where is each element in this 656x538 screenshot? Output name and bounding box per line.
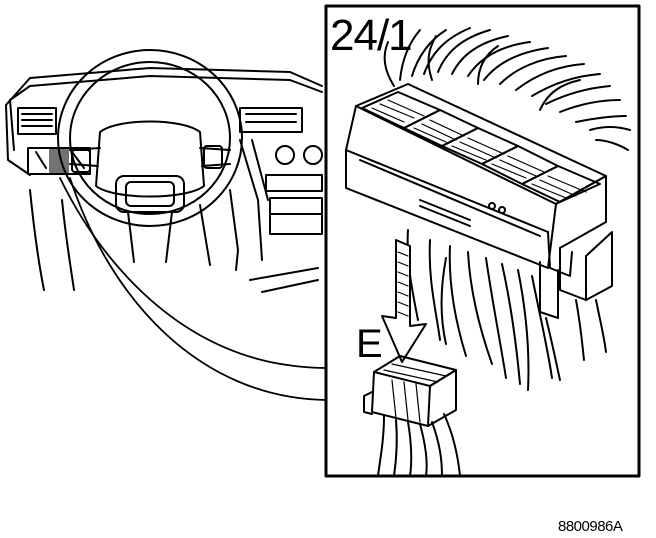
dashboard (5, 67, 323, 293)
insertion-arrow (381, 239, 427, 363)
connector-label: E (356, 322, 383, 366)
steering-wheel (57, 49, 243, 263)
connector-block-24-1 (345, 27, 631, 391)
leader-lines (59, 177, 327, 401)
figure-number: 8800986A (558, 518, 623, 535)
reference-label: 24/1 (330, 11, 413, 60)
connector-e (363, 355, 461, 477)
detail-frame (324, 4, 641, 478)
